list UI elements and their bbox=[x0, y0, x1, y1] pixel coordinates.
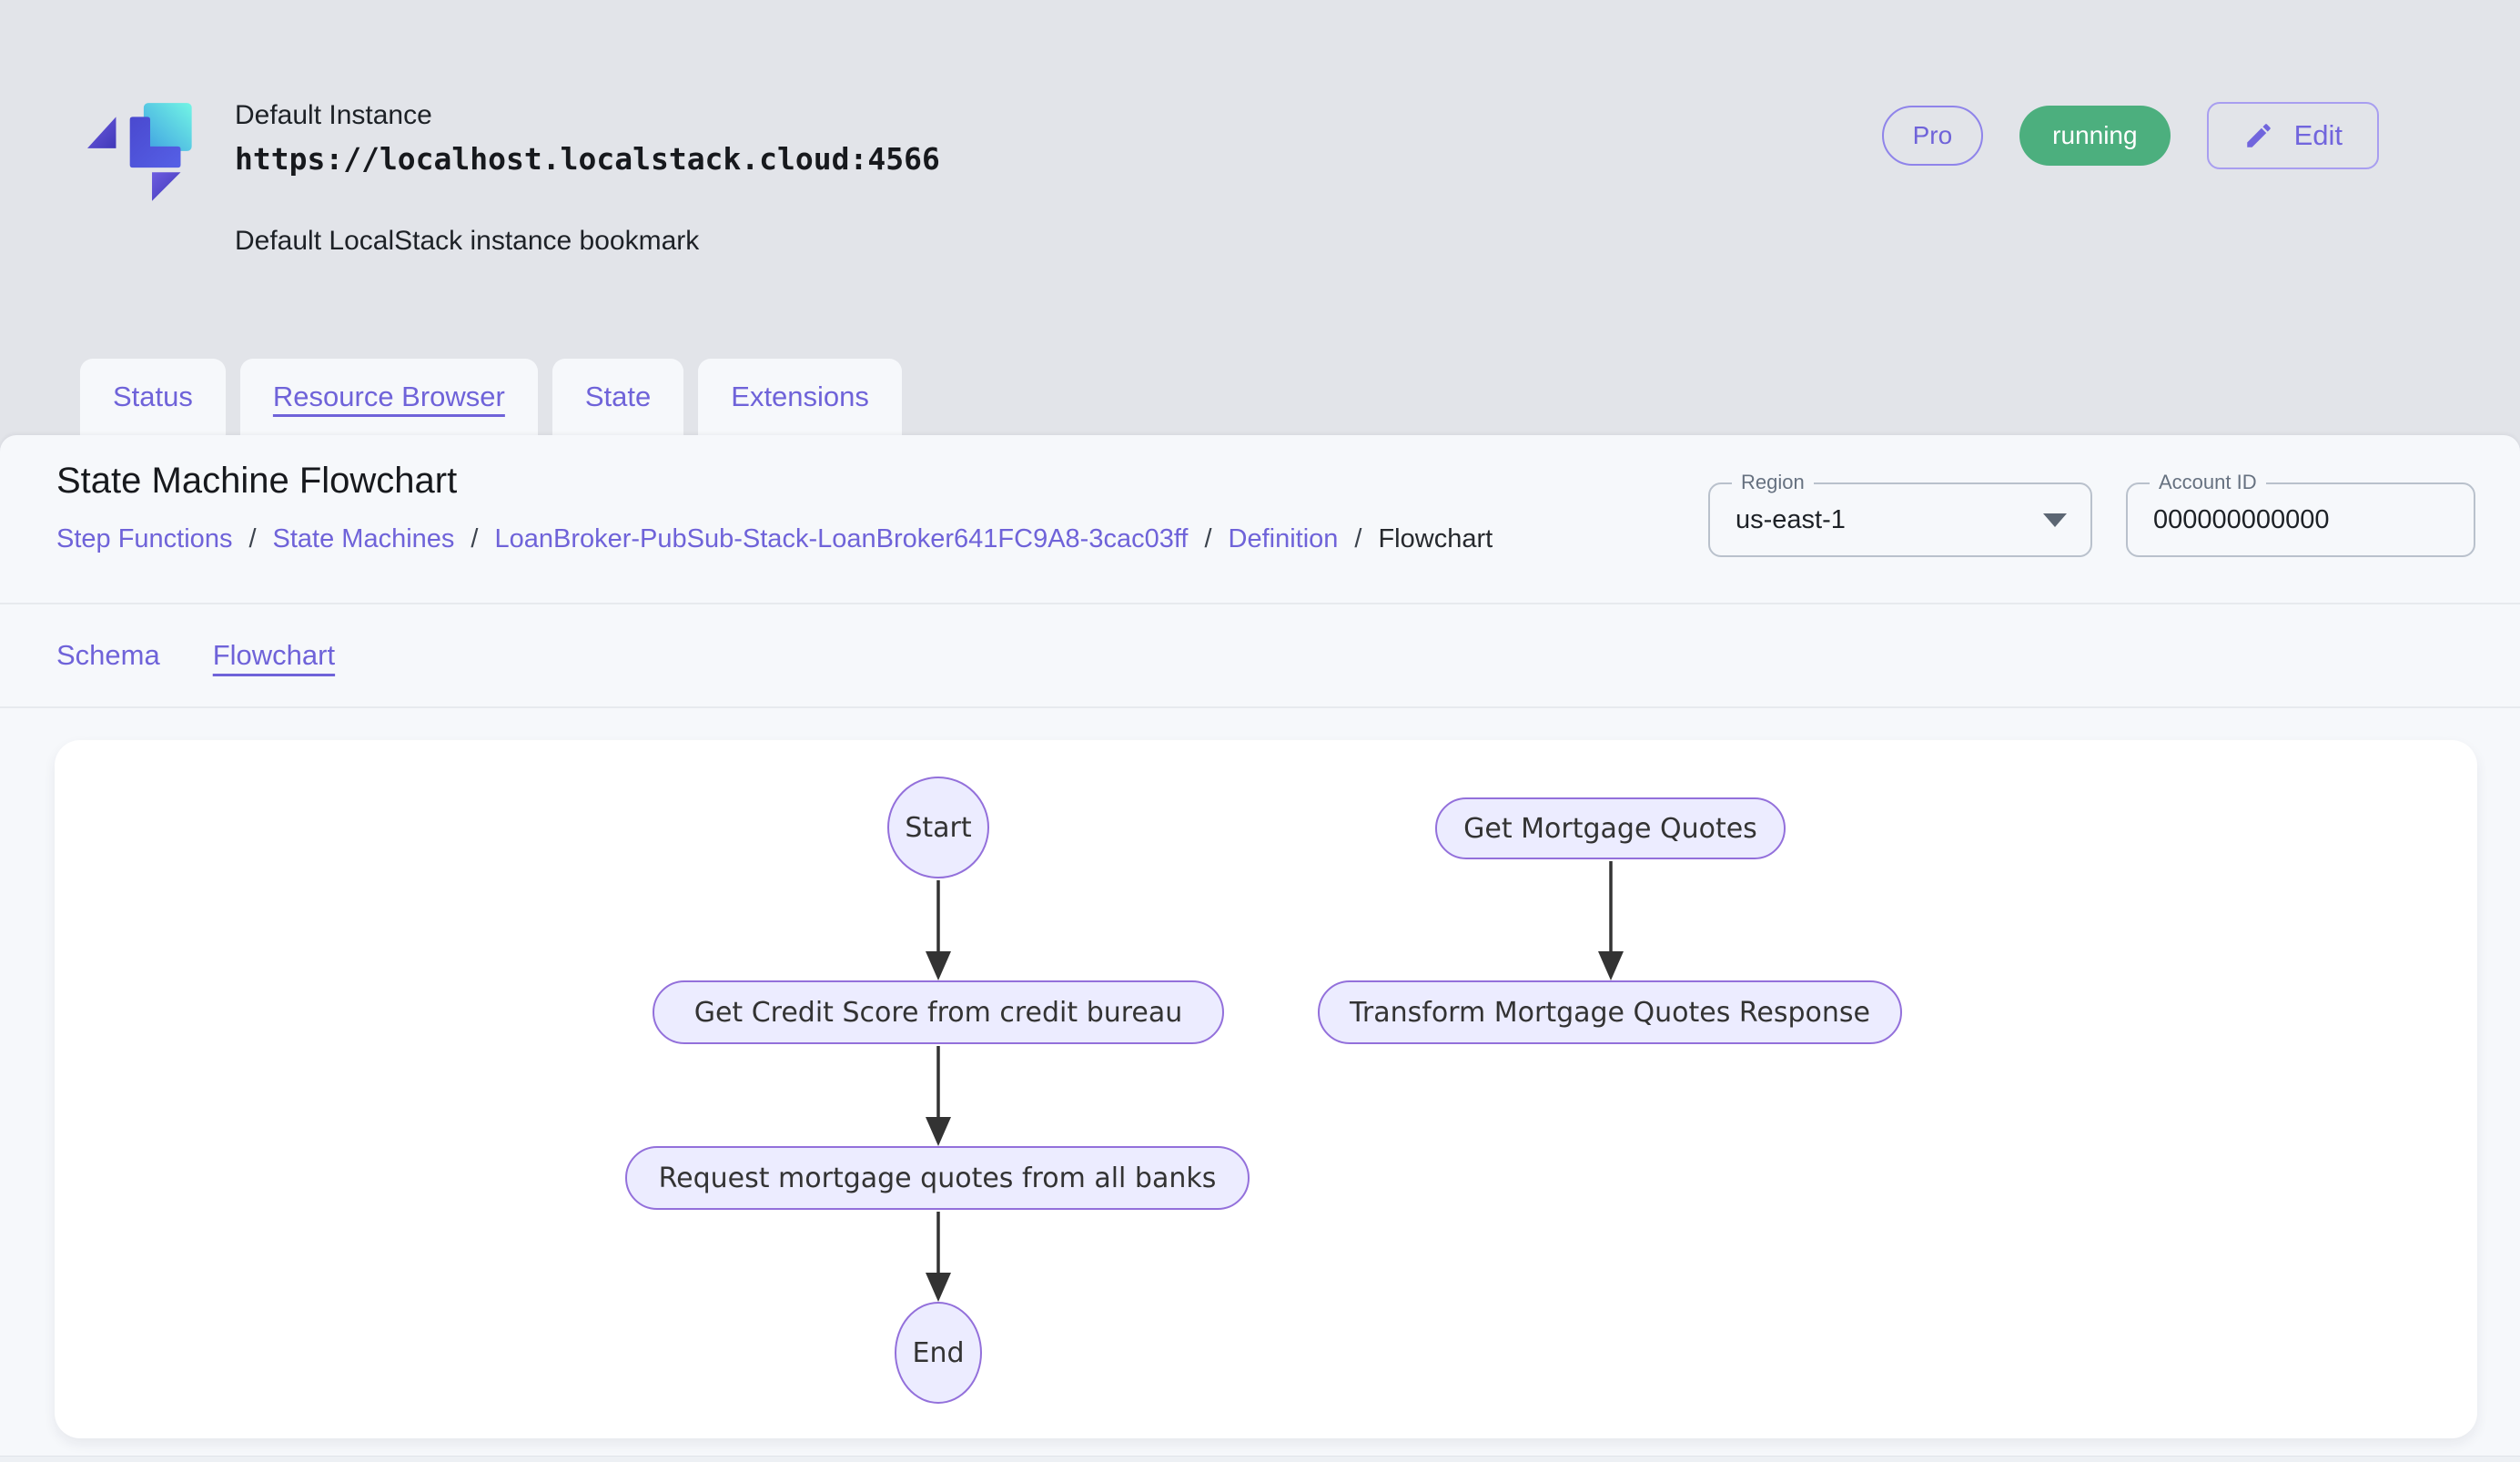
page-title: State Machine Flowchart bbox=[56, 461, 458, 501]
flowchart-edges bbox=[926, 861, 1624, 1302]
region-value: us-east-1 bbox=[1736, 504, 1846, 534]
header-actions: Pro running Edit bbox=[1881, 102, 2379, 169]
breadcrumb-step-functions[interactable]: Step Functions bbox=[56, 524, 233, 553]
breadcrumb-definition[interactable]: Definition bbox=[1228, 524, 1339, 553]
edge-credit-to-request bbox=[926, 1046, 951, 1146]
bottom-divider bbox=[0, 1456, 2520, 1462]
localstack-logo bbox=[87, 103, 192, 201]
instance-description: Default LocalStack instance bookmark bbox=[235, 226, 700, 256]
region-select[interactable]: Region us-east-1 bbox=[1708, 471, 2092, 557]
edit-button-label: Edit bbox=[2293, 119, 2343, 151]
tab-status-label: Status bbox=[113, 381, 193, 412]
tab-state-label: State bbox=[584, 381, 652, 412]
region-label: Region bbox=[1732, 471, 1814, 494]
flowchart-node-end: End bbox=[895, 1302, 982, 1404]
view-tab-schema[interactable]: Schema bbox=[56, 639, 160, 671]
flowchart-node-transform-response: Transform Mortgage Quotes Response bbox=[1318, 980, 1902, 1044]
tab-resource-browser[interactable]: Resource Browser bbox=[239, 359, 538, 435]
edit-button[interactable]: Edit bbox=[2206, 102, 2379, 169]
account-id-field: Account ID bbox=[2126, 471, 2475, 557]
tab-status[interactable]: Status bbox=[80, 359, 226, 435]
flowchart-node-start: Start bbox=[887, 777, 989, 878]
instance-info: Default Instance https://localhost.local… bbox=[235, 96, 940, 260]
breadcrumb: Step Functions / State Machines / LoanBr… bbox=[56, 524, 1493, 554]
breadcrumb-separator: / bbox=[471, 524, 479, 553]
view-tab-bar: Schema Flowchart bbox=[0, 604, 2520, 708]
view-tab-flowchart[interactable]: Flowchart bbox=[212, 639, 336, 671]
flowchart-card: Start Get Credit Score from credit burea… bbox=[55, 740, 2477, 1438]
tab-extensions[interactable]: Extensions bbox=[698, 359, 902, 435]
instance-url: https://localhost.localstack.cloud:4566 bbox=[235, 141, 940, 177]
flowchart-node-request-quotes: Request mortgage quotes from all banks bbox=[625, 1146, 1250, 1210]
tab-extensions-label: Extensions bbox=[731, 381, 869, 412]
breadcrumb-state-machines[interactable]: State Machines bbox=[272, 524, 455, 553]
edit-pencil-icon bbox=[2246, 124, 2271, 147]
edge-mortgage-to-transform bbox=[1598, 861, 1624, 980]
status-badge: running bbox=[2019, 106, 2171, 166]
breadcrumb-separator: / bbox=[1354, 524, 1362, 553]
panel-header: State Machine Flowchart Step Functions /… bbox=[0, 435, 2520, 604]
flowchart-node-get-mortgage-quotes: Get Mortgage Quotes bbox=[1435, 797, 1786, 859]
breadcrumb-current: Flowchart bbox=[1378, 524, 1493, 553]
pro-badge: Pro bbox=[1881, 106, 1984, 166]
account-id-input[interactable] bbox=[2153, 486, 2454, 553]
tab-resource-browser-label: Resource Browser bbox=[272, 381, 505, 412]
breadcrumb-separator: / bbox=[248, 524, 257, 553]
resource-browser-panel: State Machine Flowchart Step Functions /… bbox=[0, 435, 2520, 1462]
breadcrumb-state-machine-name[interactable]: LoanBroker-PubSub-Stack-LoanBroker641FC9… bbox=[494, 524, 1189, 553]
tab-state[interactable]: State bbox=[552, 359, 684, 435]
edge-start-to-credit bbox=[926, 880, 951, 980]
dropdown-arrow-icon bbox=[2043, 513, 2067, 527]
instance-name: Default Instance bbox=[235, 100, 432, 130]
main-tab-bar: Status Resource Browser State Extensions bbox=[80, 359, 902, 435]
breadcrumb-separator: / bbox=[1204, 524, 1212, 553]
edge-request-to-end bbox=[926, 1212, 951, 1302]
flowchart-node-get-credit-score: Get Credit Score from credit bureau bbox=[653, 980, 1224, 1044]
